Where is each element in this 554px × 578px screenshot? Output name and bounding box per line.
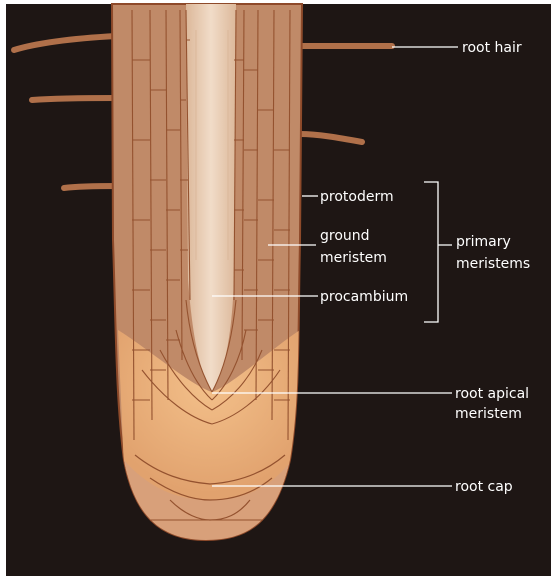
label-root-hair: root hair	[462, 40, 522, 56]
root-hair-left-2	[32, 98, 116, 100]
label-procambium: procambium	[320, 289, 408, 305]
label-ground-meristem-line2: meristem	[320, 250, 387, 266]
label-root-apical-meristem-line1: root apical	[455, 386, 529, 402]
label-root-apical-meristem-line2: meristem	[455, 406, 522, 422]
label-protoderm: protoderm	[320, 189, 394, 205]
root-body	[112, 4, 302, 545]
label-root-cap: root cap	[455, 479, 513, 495]
label-primary-meristems-line2: meristems	[456, 256, 530, 272]
label-primary-meristems-line1: primary	[456, 234, 511, 250]
label-ground-meristem-line1: ground	[320, 228, 370, 244]
root-hair-left-3	[64, 186, 118, 188]
